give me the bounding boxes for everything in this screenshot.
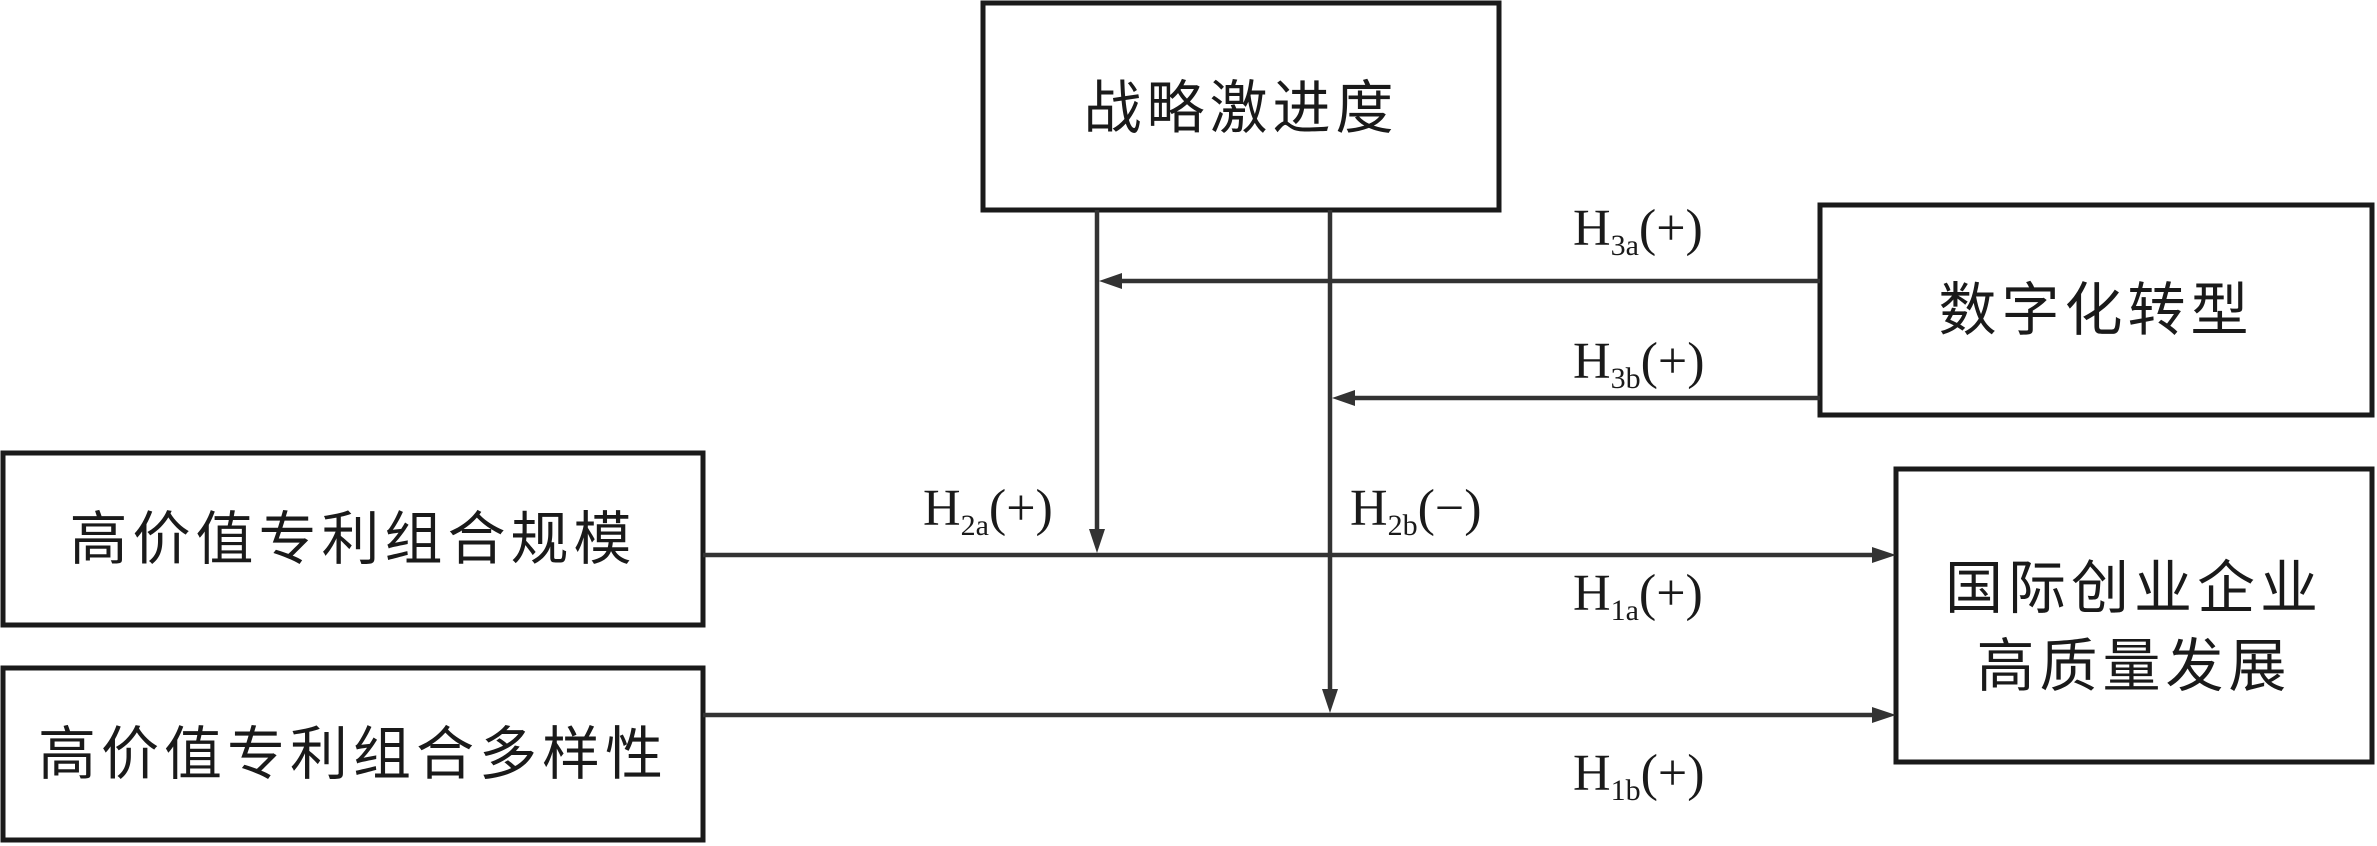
digital-transformation-label: 数字化转型 bbox=[1938, 276, 2253, 344]
label-h2b: H2b(−) bbox=[1350, 480, 1482, 542]
arrowhead-h3b bbox=[1332, 390, 1355, 406]
label-h1b: H1b(+) bbox=[1573, 745, 1705, 807]
outcome-label-line1: 国际创业企业 bbox=[1945, 554, 2323, 622]
outcome-label-line2: 高质量发展 bbox=[1976, 632, 2291, 700]
outcome-box: 国际创业企业 高质量发展 bbox=[1893, 466, 2375, 765]
arrowhead-h1b bbox=[1872, 707, 1896, 723]
arrowhead-h1a bbox=[1872, 547, 1896, 563]
label-h3a: H3a(+) bbox=[1573, 200, 1703, 262]
strategic-aggressiveness-box: 战略激进度 bbox=[980, 0, 1502, 213]
patent-scale-box: 高价值专利组合规模 bbox=[0, 450, 706, 628]
label-h1a: H1a(+) bbox=[1573, 565, 1703, 627]
patent-scale-label: 高价值专利组合规模 bbox=[69, 505, 636, 573]
digital-transformation-box: 数字化转型 bbox=[1817, 202, 2375, 418]
arrowhead-h3a bbox=[1099, 273, 1122, 289]
arrowhead-h2a bbox=[1089, 529, 1105, 553]
label-h3b: H3b(+) bbox=[1573, 333, 1705, 395]
patent-diversity-box: 高价值专利组合多样性 bbox=[0, 665, 706, 843]
patent-diversity-label: 高价值专利组合多样性 bbox=[38, 720, 668, 788]
arrowhead-h2b bbox=[1322, 689, 1338, 713]
label-h2a: H2a(+) bbox=[923, 480, 1053, 542]
strategic-aggressiveness-label: 战略激进度 bbox=[1083, 74, 1398, 142]
arrows bbox=[703, 210, 1896, 723]
